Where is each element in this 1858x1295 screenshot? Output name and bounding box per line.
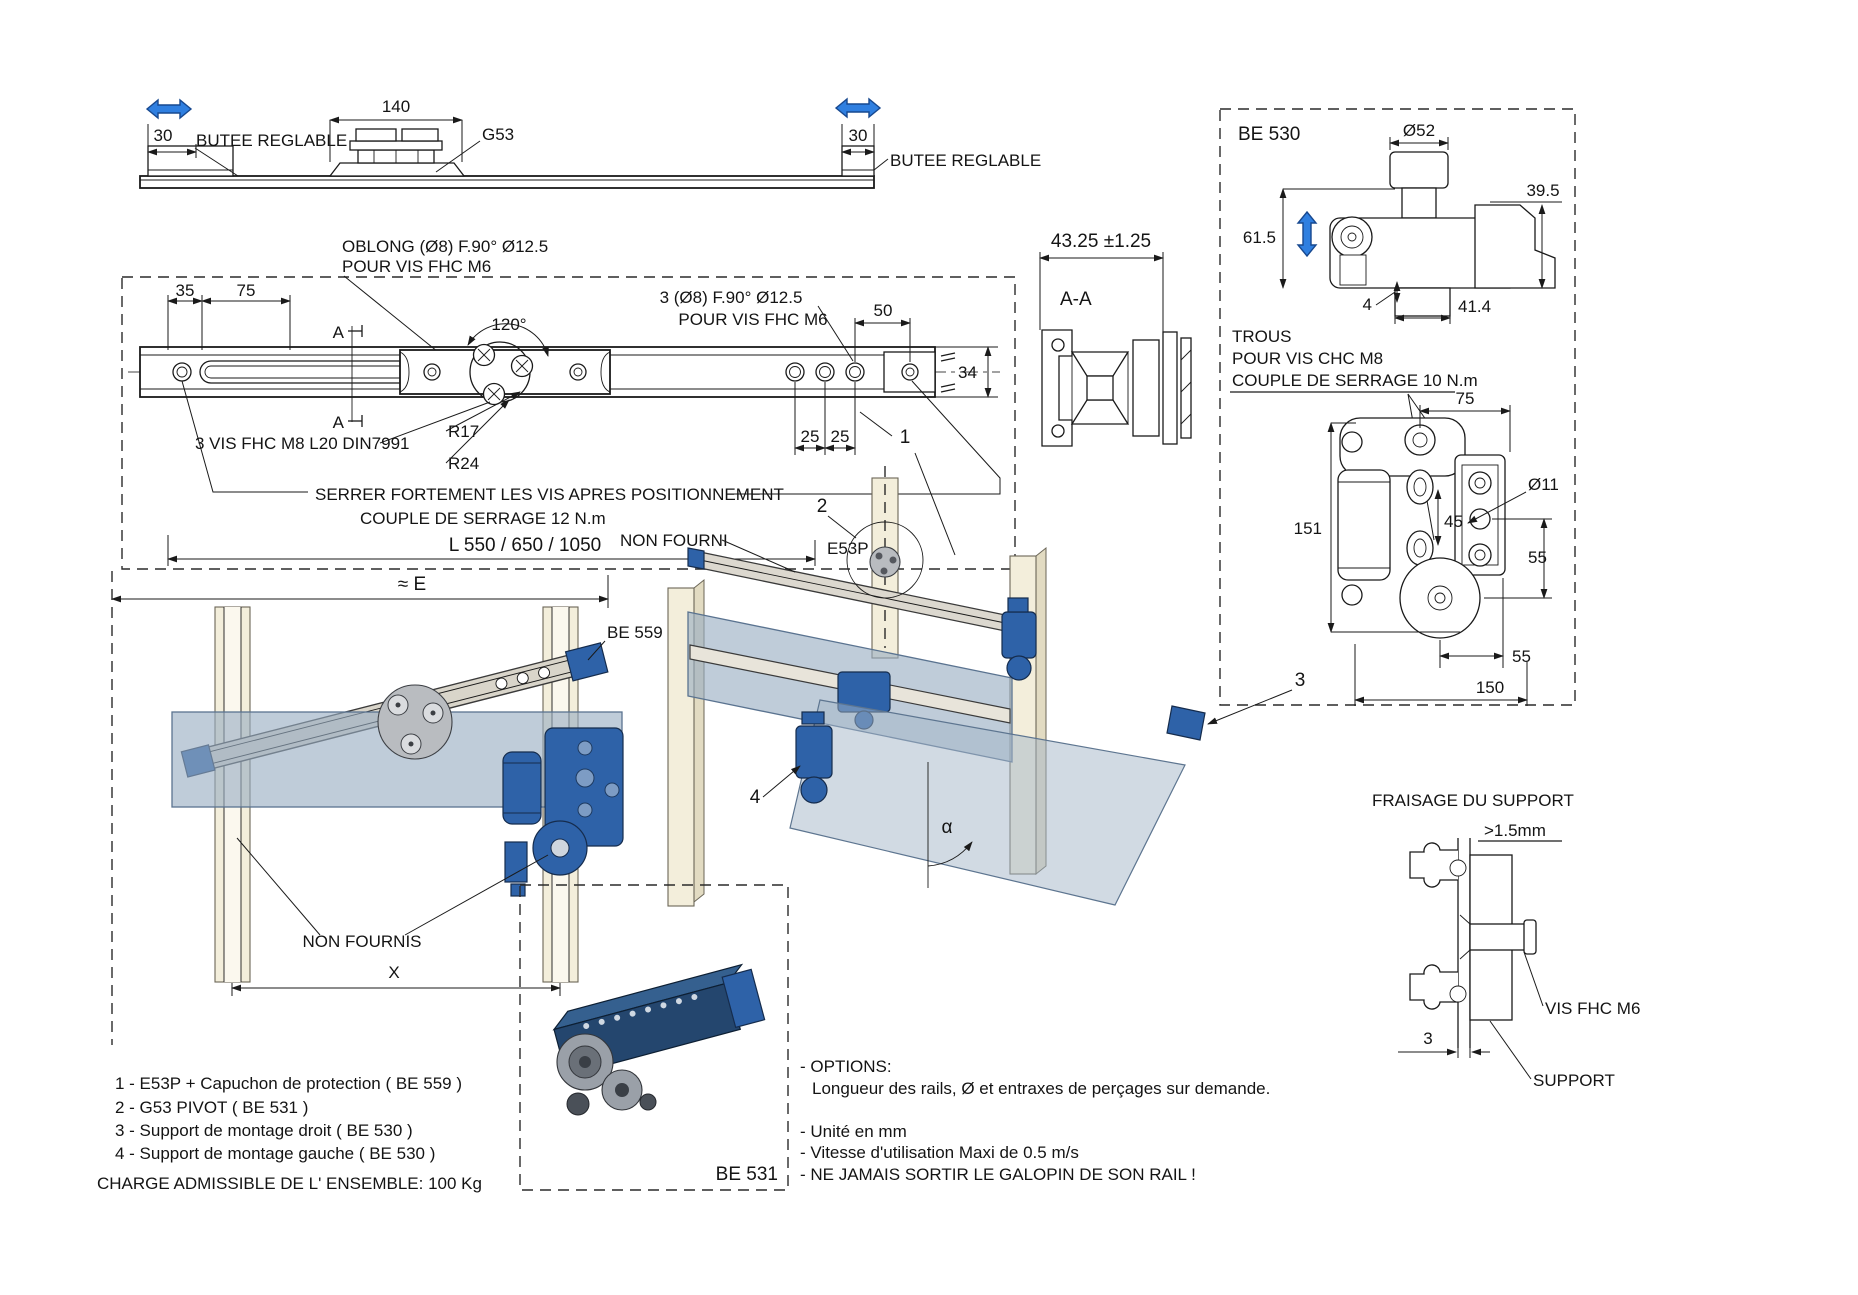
- dim-50: 50: [874, 301, 893, 320]
- dim-61-5: 61.5: [1243, 228, 1276, 247]
- e53p-ref: E53P: [827, 539, 869, 558]
- front-assembly-view: BE 559 NON FOURNIS X: [171, 606, 663, 996]
- callout-3: 3: [1295, 670, 1306, 691]
- r17-label: R17: [448, 422, 479, 441]
- dim-120: 120°: [491, 315, 526, 334]
- dim-151: 151: [1294, 519, 1322, 538]
- dim-150: 150: [1476, 678, 1504, 697]
- notes-block: - OPTIONS: Longueur des rails, Ø et entr…: [800, 1057, 1270, 1184]
- dim-d52: Ø52: [1403, 121, 1435, 140]
- non-fourni-label: NON FOURNI: [620, 531, 728, 550]
- dim-75: 75: [237, 281, 256, 300]
- dim-34: 34: [958, 363, 977, 382]
- trous-note-line3: COUPLE DE SERRAGE 10 N.m: [1232, 371, 1478, 390]
- note-unit: - Unité en mm: [800, 1122, 907, 1141]
- support-right: [1001, 597, 1037, 681]
- be559-label: BE 559: [607, 623, 663, 642]
- rail-plan-view: OBLONG (Ø8) F.90° Ø12.5 POUR VIS FHC M6 …: [111, 237, 1016, 1045]
- support-label: SUPPORT: [1533, 1071, 1615, 1090]
- note-warning: - NE JAMAIS SORTIR LE GALOPIN DE SON RAI…: [800, 1165, 1196, 1184]
- g53-label: G53: [482, 125, 514, 144]
- note-speed: - Vitesse d'utilisation Maxi de 0.5 m/s: [800, 1143, 1079, 1162]
- dim-30-left: 30: [154, 126, 173, 145]
- dim-140: 140: [382, 97, 410, 116]
- dim-43-25: 43.25 ±1.25: [1051, 231, 1151, 252]
- dim-75-be530: 75: [1456, 389, 1475, 408]
- be530-detail-box: BE 530 Ø52 39.5 61.5 4 41.4 TROUS POUR V…: [1219, 108, 1576, 706]
- serrer-note-line1: SERRER FORTEMENT LES VIS APRES POSITIONN…: [315, 485, 784, 504]
- callout-4: 4: [750, 787, 761, 808]
- oblong-note-line1: OBLONG (Ø8) F.90° Ø12.5: [342, 237, 548, 256]
- adjust-arrow-right-icon: [834, 97, 882, 119]
- dim-4: 4: [1363, 295, 1372, 314]
- pivot-disk: [377, 684, 453, 760]
- non-fournis-label: NON FOURNIS: [303, 932, 422, 951]
- dim-35: 35: [176, 281, 195, 300]
- min-thickness-note: >1.5mm: [1484, 821, 1546, 840]
- dim-d11: Ø11: [1528, 475, 1559, 494]
- be559-cap: [564, 642, 609, 682]
- support-left: [795, 711, 833, 804]
- dim-55-bottom: 55: [1512, 647, 1531, 666]
- dim-25b: 25: [831, 427, 850, 446]
- legend-item-1: 1 - E53P + Capuchon de protection ( BE 5…: [115, 1074, 462, 1093]
- fraisage-view: FRAISAGE DU SUPPORT >1.5mm VIS FHC M6 3 …: [1372, 791, 1640, 1090]
- legend-charge: CHARGE ADMISSIBLE DE L' ENSEMBLE: 100 Kg: [97, 1174, 482, 1193]
- dim-x: X: [388, 963, 399, 982]
- note-options-detail: Longueur des rails, Ø et entraxes de per…: [812, 1079, 1270, 1098]
- rail-length-note: L 550 / 650 / 1050: [449, 535, 601, 556]
- dim-45: 45: [1444, 512, 1463, 531]
- butee-left-label: BUTEE REGLABLE: [196, 131, 347, 150]
- section-a-bottom: A: [333, 413, 345, 432]
- section-a-top: A: [333, 323, 345, 342]
- dim-41-4: 41.4: [1458, 297, 1491, 316]
- vis-fixing-note: 3 VIS FHC M8 L20 DIN7991: [195, 434, 409, 453]
- butee-right-label: BUTEE REGLABLE: [890, 151, 1041, 170]
- section-aa-label: A-A: [1060, 289, 1092, 310]
- serrer-note-line2: COUPLE DE SERRAGE 12 N.m: [360, 509, 606, 528]
- r24-label: R24: [448, 454, 479, 473]
- be531-box: BE 531: [519, 884, 789, 1191]
- callout-1: 1: [900, 427, 911, 448]
- legend-item-4: 4 - Support de montage gauche ( BE 530 ): [115, 1144, 435, 1163]
- fraisage-title: FRAISAGE DU SUPPORT: [1372, 791, 1574, 810]
- callout-2: 2: [817, 496, 828, 517]
- dim-25a: 25: [801, 427, 820, 446]
- vis-fhc-m6-label: VIS FHC M6: [1545, 999, 1640, 1018]
- dim-39-5: 39.5: [1526, 181, 1559, 200]
- carriage-mechanism: [502, 727, 624, 897]
- dim-3-fraisage: 3: [1423, 1029, 1432, 1048]
- trous-note-line1: TROUS: [1232, 327, 1292, 346]
- trous-note-line2: POUR VIS CHC M8: [1232, 349, 1383, 368]
- be530-ref: BE 530: [1238, 124, 1300, 145]
- legend-item-3: 3 - Support de montage droit ( BE 530 ): [115, 1121, 413, 1140]
- dim-30-right: 30: [849, 126, 868, 145]
- be531-ref: BE 531: [716, 1164, 778, 1185]
- top-elevation-view: 30 BUTEE REGLABLE 140 G53 30 BUTEE REGLA…: [139, 97, 1041, 189]
- section-aa-view: 43.25 ±1.25 A-A: [1039, 231, 1192, 447]
- oblong-note-line2: POUR VIS FHC M6: [342, 257, 491, 276]
- approx-e-dim: ≈ E: [398, 574, 426, 595]
- legend-item-2: 2 - G53 PIVOT ( BE 531 ): [115, 1098, 308, 1117]
- alpha-angle: α: [942, 817, 953, 838]
- adjust-arrow-left-icon: [145, 98, 193, 120]
- note-options-title: - OPTIONS:: [800, 1057, 892, 1076]
- legend-block: 1 - E53P + Capuchon de protection ( BE 5…: [97, 1074, 482, 1193]
- iso-view: α NON FOURNI 1 2 3 4: [620, 411, 1306, 907]
- holes-note-line1: 3 (Ø8) F.90° Ø12.5: [660, 288, 803, 307]
- adjust-arrow-vertical-icon: [1296, 210, 1318, 258]
- holes-note-line2: POUR VIS FHC M6: [678, 310, 827, 329]
